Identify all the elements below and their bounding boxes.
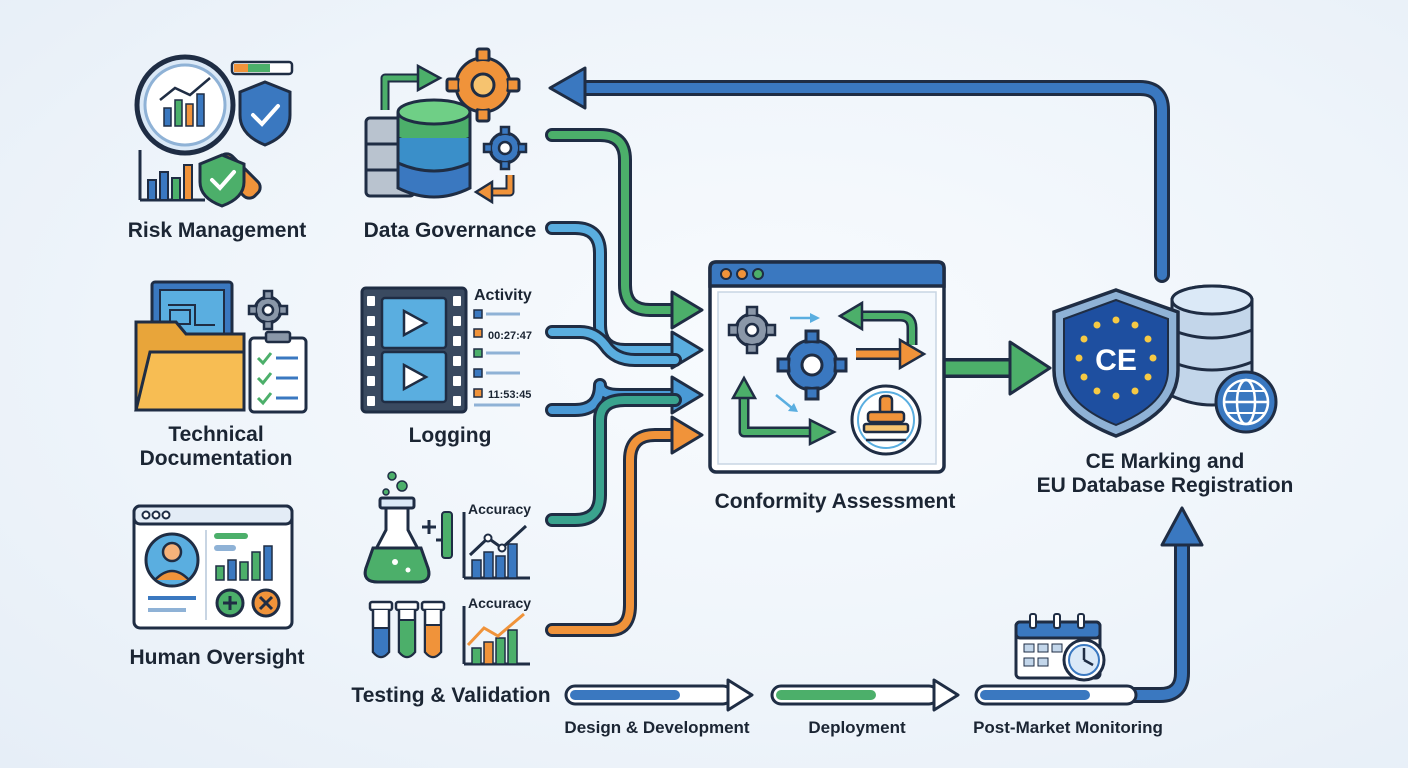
gear-icon-large [776, 329, 848, 401]
stage-deployment-label: Deployment [808, 718, 906, 737]
human-oversight-icon [132, 504, 294, 630]
arrow-testing [545, 393, 682, 527]
testing-flask-icon [363, 471, 453, 584]
conformity-assessment-label: Conformity Assessment [714, 490, 956, 513]
ce-marking-line1: CE Marking and [1085, 450, 1245, 473]
technical-documentation-icon [134, 280, 308, 414]
arrow-logging [545, 325, 682, 367]
data-governance-label: Data Governance [363, 219, 537, 242]
eu-stars [1075, 316, 1157, 400]
data-governance-icon [364, 47, 528, 205]
stage-monitoring-label: Post-Market Monitoring [973, 718, 1163, 737]
test-tubes-icon [368, 600, 446, 659]
calendar-clock-icon [1014, 613, 1106, 682]
arrow-to-ce [945, 340, 1052, 396]
ce-marking-line2: EU Database Registration [1036, 474, 1294, 498]
feedback-loop-arrow [548, 66, 1170, 283]
accuracy-title-1: Accuracy [468, 501, 531, 517]
logging-label: Logging [408, 424, 492, 447]
stage-bar-monitoring [974, 684, 1138, 706]
accuracy-chart-icon-2 [462, 606, 530, 666]
stage-design-label: Design & Development [564, 718, 750, 737]
logging-icon [360, 286, 520, 414]
input-arrows [545, 128, 704, 637]
activity-time-2: 11:53:45 [488, 389, 531, 401]
human-oversight-label: Human Oversight [129, 646, 305, 669]
stage-bar-deployment [770, 678, 960, 712]
risk-management-label: Risk Management [127, 219, 307, 242]
ce-badge-text: CE [1095, 344, 1137, 377]
technical-documentation-line2: Documentation [139, 447, 293, 471]
lifecycle-bars [564, 678, 1138, 712]
technical-documentation-line1: Technical [168, 423, 264, 446]
ce-marking-label: CE Marking and EU Database Registration [1020, 450, 1310, 498]
arrow-data-governance [545, 128, 704, 330]
testing-validation-label: Testing & Validation [351, 684, 551, 707]
activity-title: Activity [474, 287, 532, 304]
stamp-icon [850, 384, 922, 456]
technical-documentation-label: Technical Documentation [116, 423, 316, 471]
accuracy-chart-icon-1 [462, 512, 530, 580]
risk-management-icon [134, 54, 294, 208]
gear-icon-small [727, 305, 777, 355]
arrow-monitoring-to-ce [1122, 506, 1204, 703]
stage-bar-design [564, 678, 754, 712]
arrow-testing-2 [545, 415, 704, 637]
activity-time-1: 00:27:47 [488, 330, 532, 342]
accuracy-title-2: Accuracy [468, 595, 531, 611]
ce-database-icon: CE [1052, 284, 1278, 438]
conformity-assessment-window [708, 260, 946, 474]
